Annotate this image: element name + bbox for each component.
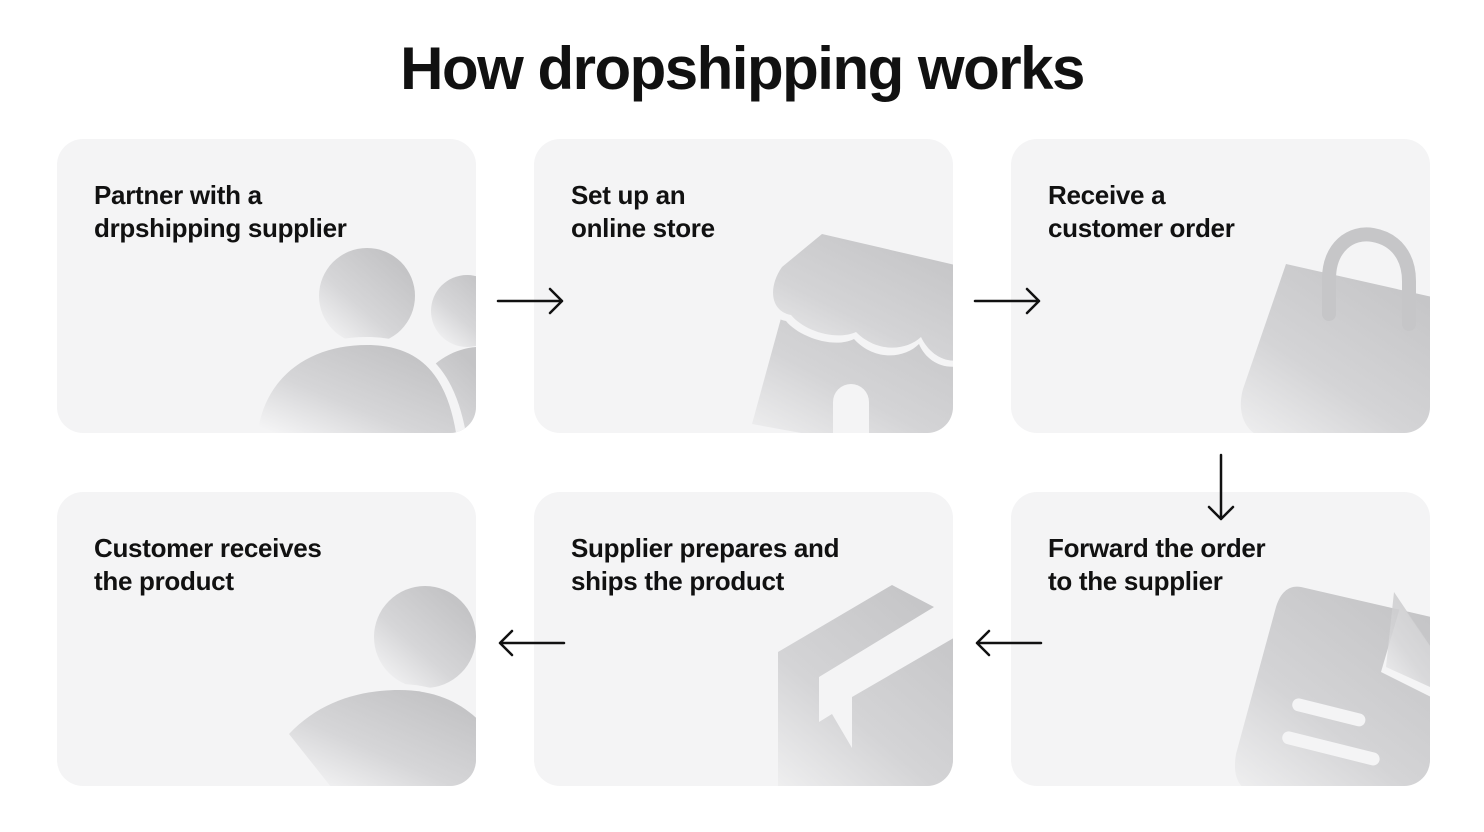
- storefront-icon: [752, 234, 953, 433]
- arrow-down-icon: [1207, 453, 1235, 521]
- arrow-right-icon: [973, 287, 1041, 315]
- arrow-right-icon: [496, 287, 564, 315]
- step-card-customer-receives: Customer receives the product: [57, 492, 476, 786]
- arrow-left-icon: [498, 629, 566, 657]
- step-card-partner-supplier: Partner with a drpshipping supplier: [57, 139, 476, 433]
- arrow-left-icon: [975, 629, 1043, 657]
- step-card-receive-order: Receive a customer order: [1011, 139, 1430, 433]
- step-label: Set up an online store: [571, 179, 931, 245]
- step-card-forward-order: Forward the order to the supplier: [1011, 492, 1430, 786]
- step-card-online-store: Set up an online store: [534, 139, 953, 433]
- step-label: Partner with a drpshipping supplier: [94, 179, 454, 245]
- user-icon: [289, 580, 476, 786]
- step-label-line1: Set up an: [571, 180, 686, 210]
- users-icon: [247, 241, 476, 433]
- step-card-supplier-ships: Supplier prepares and ships the product: [534, 492, 953, 786]
- step-label-line1: Supplier prepares and: [571, 533, 840, 563]
- step-label-line2: to the supplier: [1048, 566, 1223, 596]
- step-label: Supplier prepares and ships the product: [571, 532, 931, 598]
- shopping-bag-icon: [1240, 227, 1430, 433]
- step-label-line2: drpshipping supplier: [94, 213, 347, 243]
- step-label-line1: Forward the order: [1048, 533, 1266, 563]
- package-icon: [778, 585, 953, 786]
- step-label-line2: online store: [571, 213, 715, 243]
- page-title: How dropshipping works: [400, 35, 1085, 102]
- document-icon: [1234, 586, 1430, 786]
- step-label-line2: ships the product: [571, 566, 785, 596]
- step-label-line1: Receive a: [1048, 180, 1166, 210]
- step-label-line1: Customer receives: [94, 533, 322, 563]
- step-label: Customer receives the product: [94, 532, 454, 598]
- step-label-line2: the product: [94, 566, 234, 596]
- step-label-line1: Partner with a: [94, 180, 262, 210]
- step-label: Receive a customer order: [1048, 179, 1408, 245]
- step-label: Forward the order to the supplier: [1048, 532, 1408, 598]
- step-label-line2: customer order: [1048, 213, 1235, 243]
